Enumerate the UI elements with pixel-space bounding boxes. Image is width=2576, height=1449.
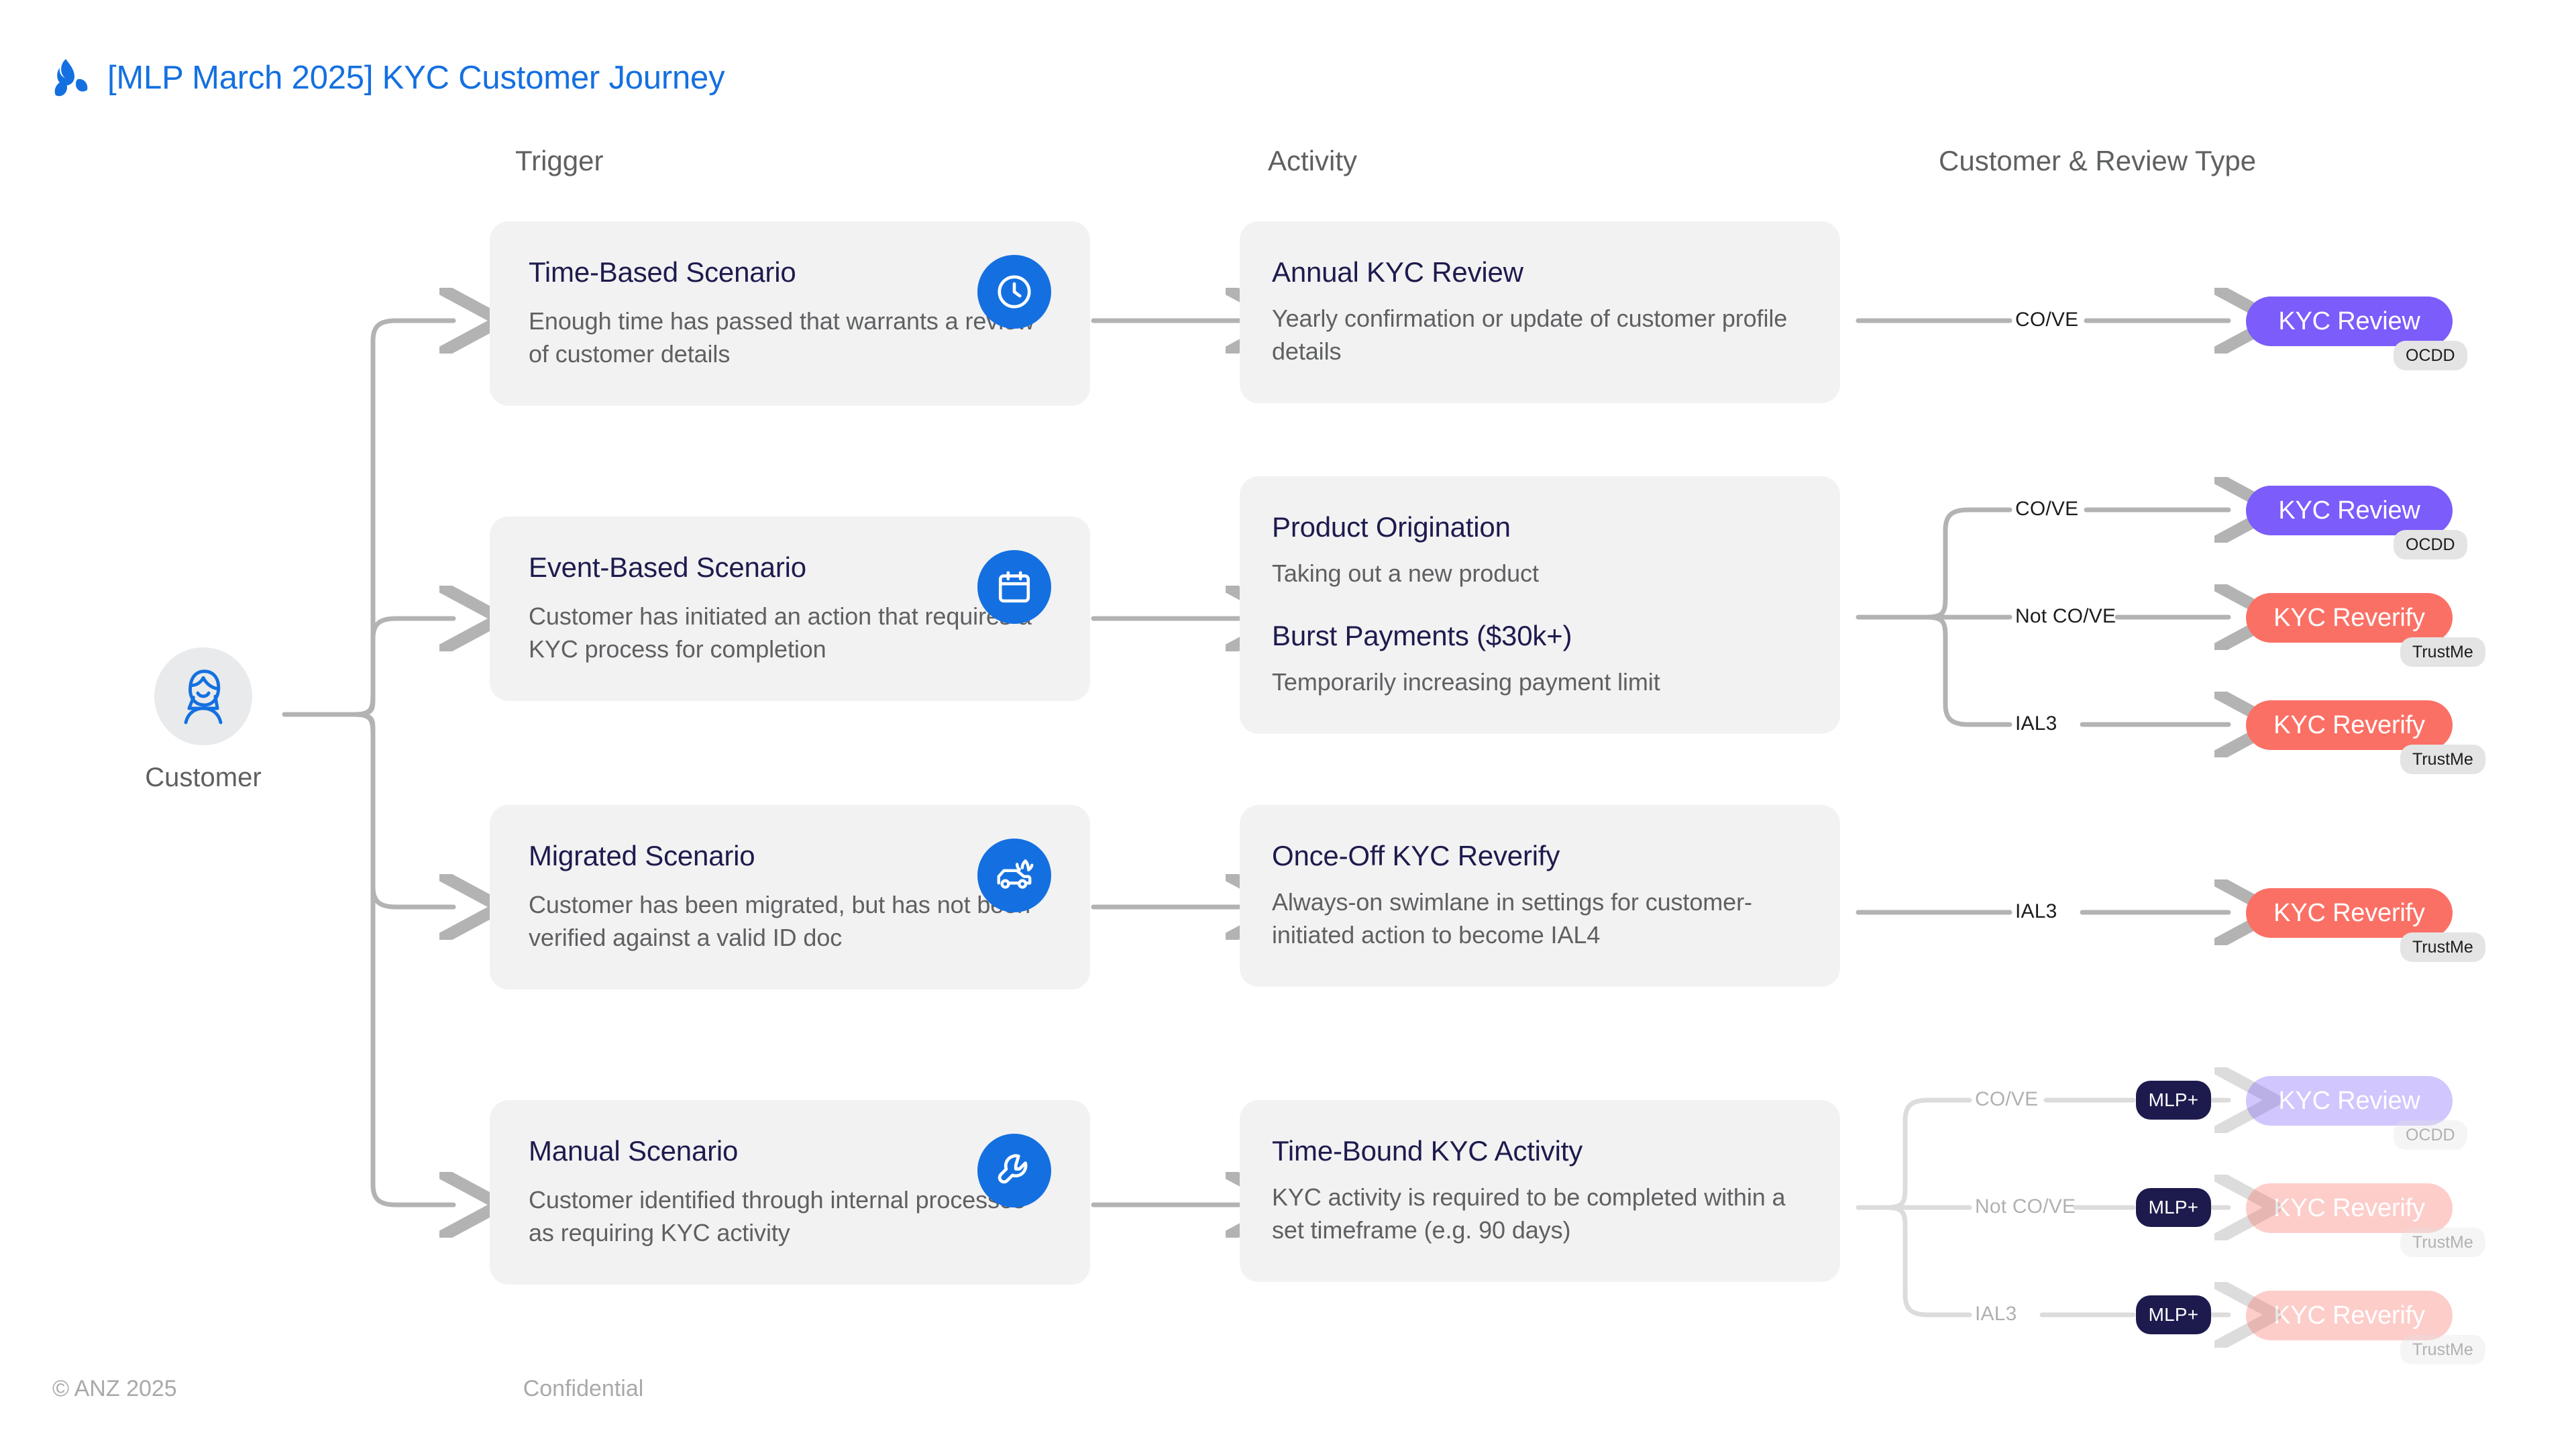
outcome-pill-kyc-review[interactable]: KYC Review <box>2246 297 2453 346</box>
mlp-plus-badge: MLP+ <box>2136 1295 2211 1334</box>
outcome-tag: OCDD <box>2394 530 2467 559</box>
trigger-card-event-based[interactable]: Event-Based Scenario Customer has initia… <box>490 517 1090 701</box>
trigger-title: Time-Based Scenario <box>529 256 796 288</box>
activity-title: Once-Off KYC Reverify <box>1272 840 1560 871</box>
trigger-title: Migrated Scenario <box>529 840 755 871</box>
anz-logo-icon <box>52 58 90 98</box>
activity-block: Time-Bound KYC Activity KYC activity is … <box>1272 1135 1808 1247</box>
activity-block: Annual KYC Review Yearly confirmation or… <box>1272 256 1808 368</box>
edge-label: IAL3 <box>2015 900 2057 922</box>
trigger-title: Event-Based Scenario <box>529 551 806 583</box>
activity-card-time-bound[interactable]: Time-Bound KYC Activity KYC activity is … <box>1240 1100 1840 1282</box>
column-header-activity: Activity <box>1268 145 1358 176</box>
wrench-icon <box>977 1134 1051 1208</box>
activity-title: Product Origination <box>1272 511 1511 543</box>
trigger-subtitle: Customer identified through internal pro… <box>529 1186 1025 1246</box>
outcome-tag: TrustMe <box>2400 932 2485 962</box>
trigger-card-migrated[interactable]: Migrated Scenario Customer has been migr… <box>490 805 1090 989</box>
trigger-card-manual[interactable]: Manual Scenario Customer identified thro… <box>490 1100 1090 1285</box>
outcome-tag: TrustMe <box>2400 1228 2485 1257</box>
clock-icon <box>977 255 1051 329</box>
activity-card-once-off-reverify[interactable]: Once-Off KYC Reverify Always-on swimlane… <box>1240 805 1840 987</box>
outcome-pill-kyc-review[interactable]: KYC Review <box>2246 486 2453 535</box>
outcome-pill-kyc-reverify[interactable]: KYC Reverify <box>2246 593 2453 643</box>
edge-label: CO/VE <box>1975 1088 2039 1110</box>
outcome-pill-kyc-reverify[interactable]: KYC Reverify <box>2246 1291 2453 1340</box>
edge-label: IAL3 <box>2015 712 2057 735</box>
trigger-subtitle: Customer has been migrated, but has not … <box>529 891 1031 951</box>
mlp-plus-badge: MLP+ <box>2136 1081 2211 1120</box>
outcome-tag: TrustMe <box>2400 1335 2485 1364</box>
activity-title: Time-Bound KYC Activity <box>1272 1135 1582 1167</box>
page-footer: © ANZ 2025 Confidential <box>52 1376 643 1402</box>
outcome-tag: OCDD <box>2394 341 2467 370</box>
outcome-tag: TrustMe <box>2400 637 2485 667</box>
outcome-pill-kyc-reverify[interactable]: KYC Reverify <box>2246 700 2453 750</box>
activity-card-event-based[interactable]: Product Origination Taking out a new pro… <box>1240 476 1840 734</box>
edge-label: Not CO/VE <box>1975 1195 2076 1218</box>
outcome-pill-kyc-reverify[interactable]: KYC Reverify <box>2246 1183 2453 1233</box>
activity-subtitle: Always-on swimlane in settings for custo… <box>1272 888 1752 949</box>
page-title: [MLP March 2025] KYC Customer Journey <box>107 60 725 96</box>
calendar-icon <box>977 550 1051 624</box>
avatar <box>154 647 252 745</box>
trigger-card-time-based[interactable]: Time-Based Scenario Enough time has pass… <box>490 221 1090 406</box>
activity-subtitle: Taking out a new product <box>1272 559 1539 588</box>
customer-label: Customer <box>145 763 262 792</box>
edge-label: CO/VE <box>2015 498 2079 520</box>
edge-label: Not CO/VE <box>2015 605 2116 627</box>
outcome-tag: TrustMe <box>2400 745 2485 774</box>
activity-block: Burst Payments ($30k+) Temporarily incre… <box>1272 620 1808 699</box>
activity-subtitle: Temporarily increasing payment limit <box>1272 668 1660 696</box>
activity-card-annual-kyc-review[interactable]: Annual KYC Review Yearly confirmation or… <box>1240 221 1840 403</box>
copyright-text: © ANZ 2025 <box>52 1376 177 1401</box>
edge-label: CO/VE <box>2015 309 2079 331</box>
activity-subtitle: KYC activity is required to be completed… <box>1272 1183 1786 1244</box>
edge-label: IAL3 <box>1975 1303 2017 1325</box>
activity-title: Burst Payments ($30k+) <box>1272 619 1572 651</box>
trigger-subtitle: Enough time has passed that warrants a r… <box>529 307 1034 368</box>
column-header-customer-review-type: Customer & Review Type <box>1939 145 2257 176</box>
customer-node: Customer <box>126 647 280 793</box>
confidential-text: Confidential <box>523 1376 644 1401</box>
page-header: [MLP March 2025] KYC Customer Journey <box>52 58 725 98</box>
activity-block: Product Origination Taking out a new pro… <box>1272 511 1808 590</box>
moving-car-icon <box>977 839 1051 912</box>
activity-subtitle: Yearly confirmation or update of custome… <box>1272 305 1788 365</box>
trigger-title: Manual Scenario <box>529 1135 739 1167</box>
outcome-pill-kyc-review[interactable]: KYC Review <box>2246 1076 2453 1126</box>
activity-block: Once-Off KYC Reverify Always-on swimlane… <box>1272 840 1808 952</box>
outcome-tag: OCDD <box>2394 1120 2467 1150</box>
column-header-trigger: Trigger <box>515 145 604 176</box>
mlp-plus-badge: MLP+ <box>2136 1188 2211 1227</box>
activity-title: Annual KYC Review <box>1272 256 1523 288</box>
outcome-pill-kyc-reverify[interactable]: KYC Reverify <box>2246 888 2453 938</box>
trigger-subtitle: Customer has initiated an action that re… <box>529 602 1032 663</box>
